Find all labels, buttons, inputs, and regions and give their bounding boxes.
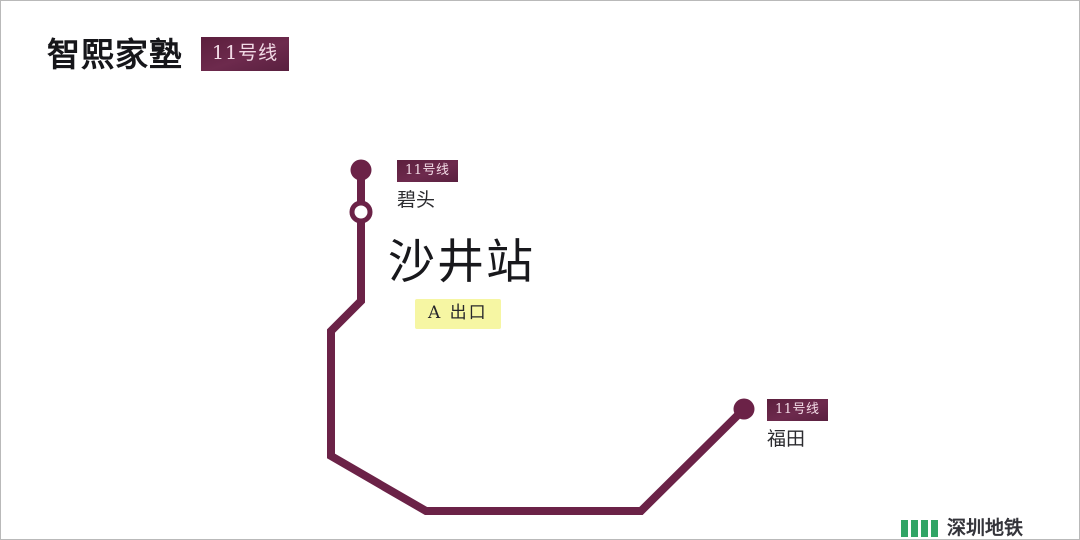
line-11-polyline	[327, 170, 747, 515]
east-terminus-dot	[733, 398, 755, 420]
header-line-badge: 11号线	[201, 37, 290, 71]
station-exit-tag: A 出口	[415, 299, 501, 329]
north-terminus-dot	[350, 159, 372, 181]
stop-north-terminus: 11号线 碧头	[397, 160, 458, 210]
stop-north-line-badge: 11号线	[397, 160, 458, 182]
metro-logo-icon	[901, 520, 938, 538]
watermark-label: 深圳地铁	[947, 517, 1024, 539]
page-title: 智熙家塾	[47, 34, 183, 74]
interchange-station-marker	[349, 200, 373, 224]
stop-east-label: 福田	[767, 428, 806, 450]
watermark: 深圳地铁	[901, 517, 1024, 539]
stop-east-terminus: 11号线 福田	[767, 399, 828, 449]
stop-east-line-badge: 11号线	[767, 399, 828, 421]
header: 智熙家塾 11号线	[47, 34, 290, 74]
stop-north-label: 碧头	[397, 189, 436, 211]
main-station-title: 沙井站	[388, 235, 535, 290]
